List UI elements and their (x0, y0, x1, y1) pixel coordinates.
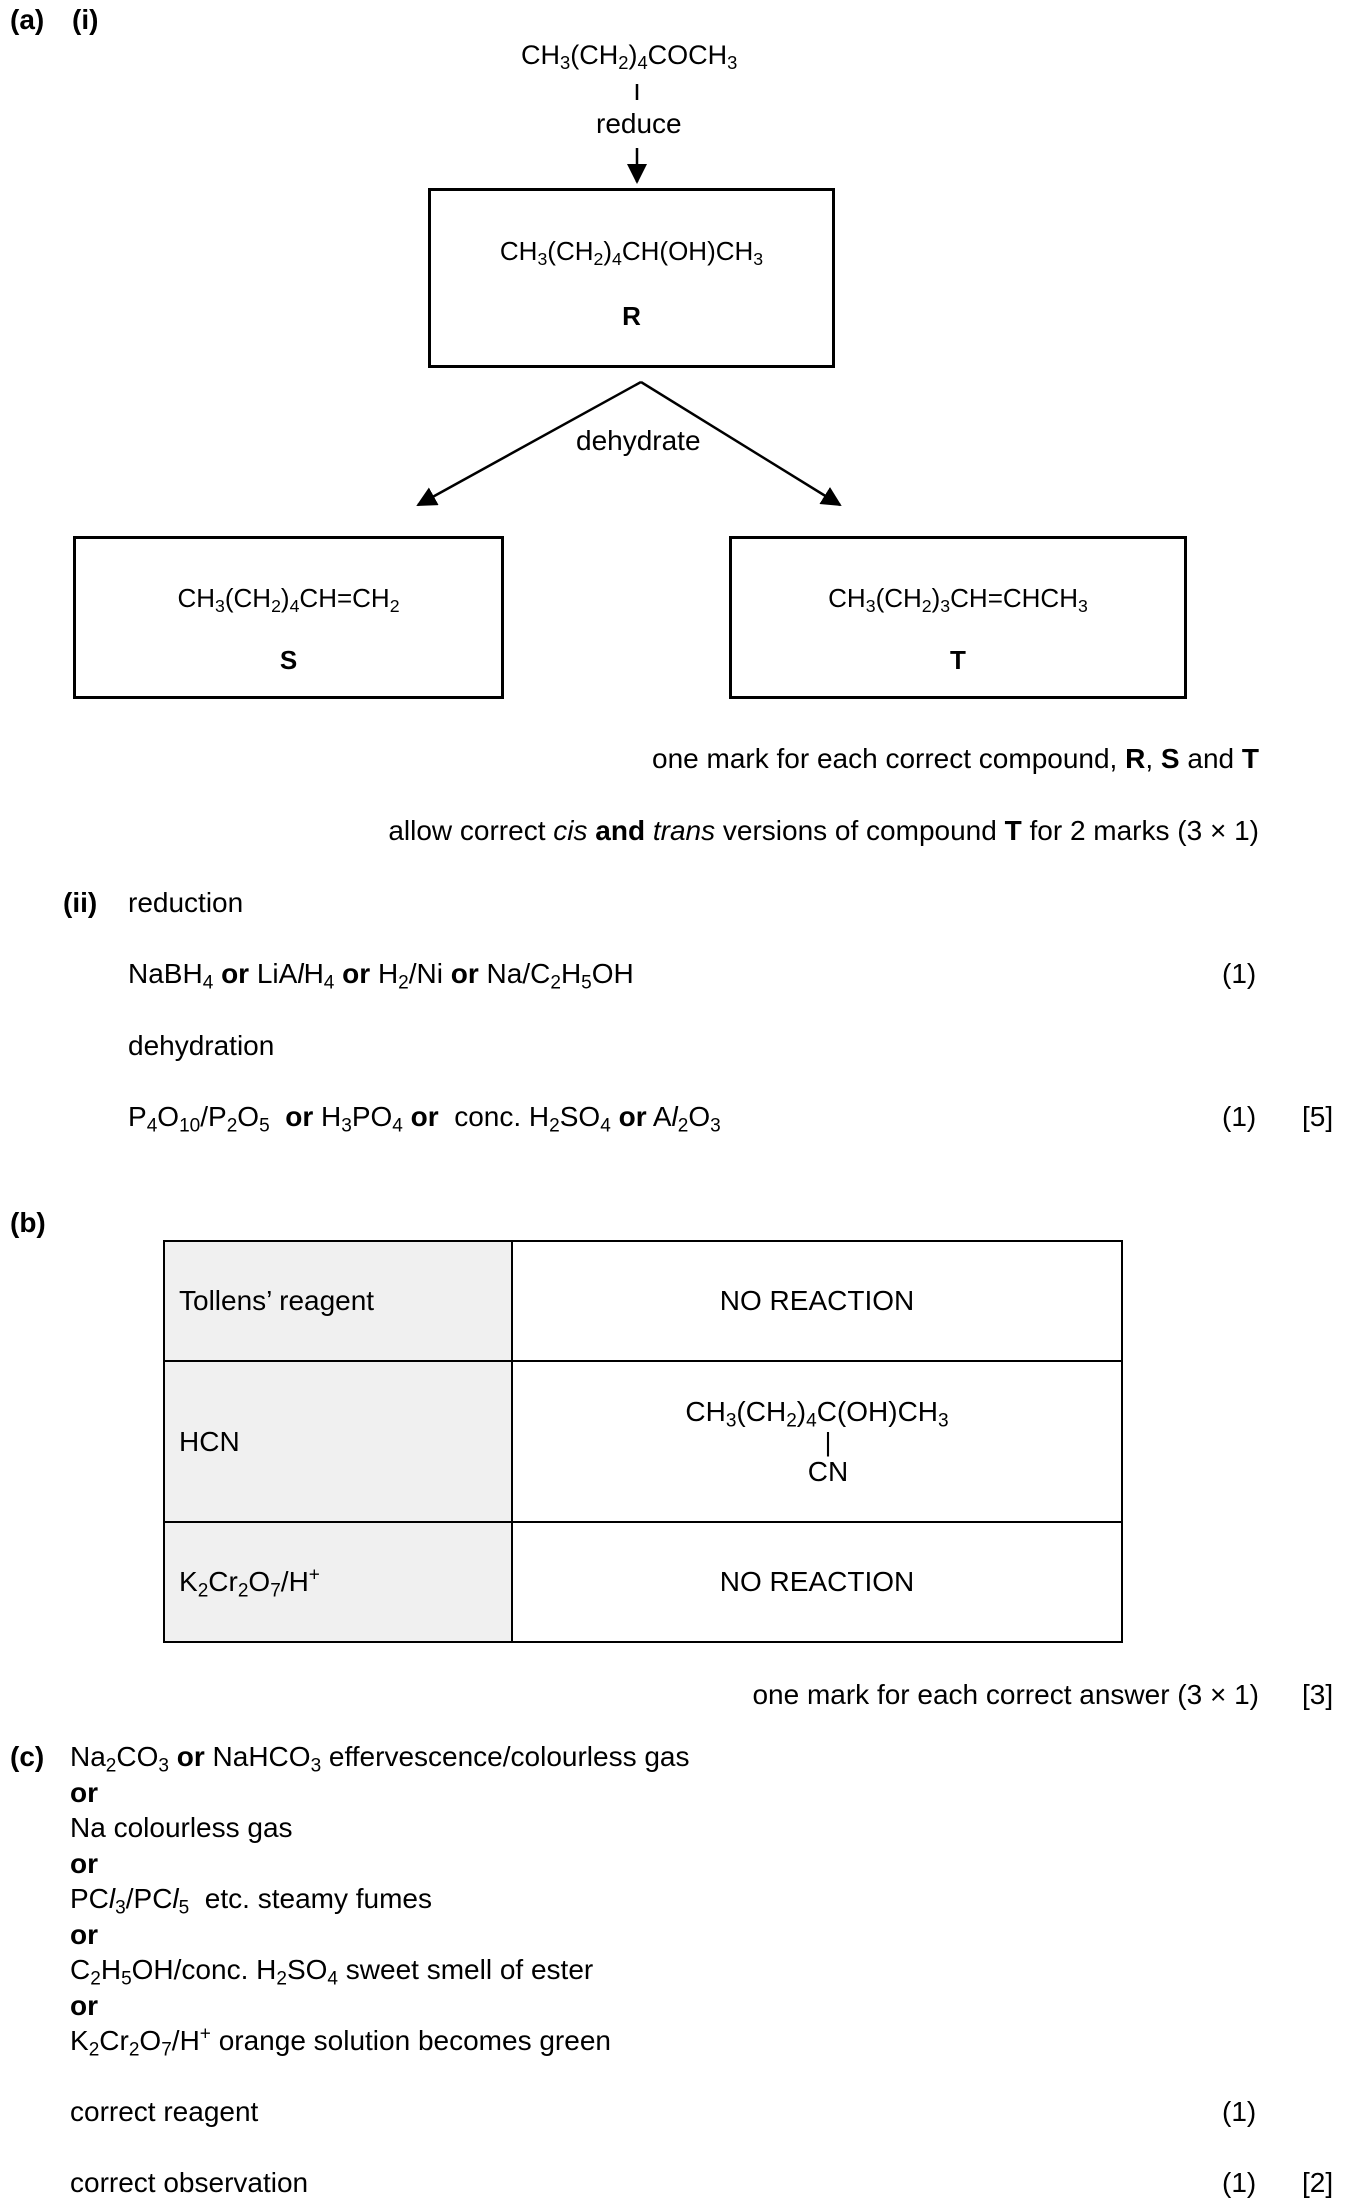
reagent-cell: Tollens’ reagent (163, 1240, 513, 1362)
reagent-table: Tollens’ reagent NO REACTION HCN CH3(CH2… (163, 1240, 1123, 1643)
part-a-ii-label: (ii) (63, 887, 98, 918)
bond-line: | (824, 1426, 832, 1457)
result-cell: NO REACTION (511, 1521, 1123, 1643)
compound-s-label: S (279, 645, 298, 675)
option-sodium: Na colourless gas (70, 1812, 293, 1843)
hcn-product-formula: CH3(CH2)4C(OH)CH3 (685, 1395, 949, 1431)
option-carbonate: Na2CO3 or NaHCO3 effervescence/colourles… (70, 1741, 690, 1777)
part-c-total: [2] (1302, 2167, 1334, 2198)
compound-r-formula: CH3(CH2)4CH(OH)CH3 (499, 236, 764, 269)
option-dichromate: K2Cr2O7/H+ orange solution becomes green (70, 2023, 611, 2061)
dehydration-heading: dehydration (128, 1030, 275, 1061)
reagent-cell: HCN (163, 1360, 513, 1523)
part-a-total: [5] (1302, 1101, 1334, 1132)
table-row: Tollens’ reagent NO REACTION (163, 1240, 1123, 1362)
option-ester: C2H5OH/conc. H2SO4 sweet smell of ester (70, 1954, 594, 1990)
compound-s-formula: CH3(CH2)4CH=CH2 (177, 583, 400, 616)
part-a-label: (a) (10, 4, 45, 35)
or-1: or (70, 1777, 98, 1808)
dehydrate-label: dehydrate (576, 424, 701, 458)
reduction-mark: (1) (1222, 958, 1257, 989)
compound-t-formula: CH3(CH2)3CH=CHCH3 (828, 583, 1088, 616)
compound-r-box: CH3(CH2)4CH(OH)CH3 R (428, 188, 835, 368)
cyano-group: CN (807, 1455, 849, 1487)
correct-observation-mark: (1) (1222, 2167, 1257, 2198)
note-cis-trans: allow correct cis and trans versions of … (388, 815, 1259, 846)
correct-reagent-label: correct reagent (70, 2096, 259, 2127)
part-b-note: one mark for each correct answer (3 × 1) (752, 1679, 1259, 1710)
table-row: HCN CH3(CH2)4C(OH)CH3 | CN (163, 1360, 1123, 1523)
correct-observation-label: correct observation (70, 2167, 309, 2198)
compound-r-label: R (622, 301, 641, 331)
part-b-total: [3] (1302, 1679, 1334, 1710)
compound-s-box: CH3(CH2)4CH=CH2 S (73, 536, 504, 699)
part-a-i-label: (i) (72, 4, 99, 35)
or-2: or (70, 1848, 98, 1879)
reaction-scheme-lines (416, 84, 842, 507)
or-3: or (70, 1919, 98, 1950)
table-row: K2Cr2O7/H+ NO REACTION (163, 1521, 1123, 1643)
dehydrate-arrow-left (416, 380, 642, 507)
dehydration-reagents: P4O10/P2O5 or H3PO4 or conc. H2SO4 or Al… (128, 1101, 721, 1137)
dehydrate-arrow-right (640, 380, 842, 507)
compound-t-label: T (950, 645, 966, 675)
correct-reagent-mark: (1) (1222, 2096, 1257, 2127)
reduction-reagents: NaBH4 or LiAlH4 or H2/Ni or Na/C2H5OH (128, 958, 634, 994)
or-4: or (70, 1990, 98, 2021)
option-pcl: PCl3/PCl5 etc. steamy fumes (70, 1883, 432, 1919)
part-b-label: (b) (10, 1207, 46, 1238)
part-c-label: (c) (10, 1741, 45, 1772)
compound-t-box: CH3(CH2)3CH=CHCH3 T (729, 536, 1187, 699)
note-one-mark-each: one mark for each correct compound, R, S… (652, 743, 1259, 774)
start-compound: CH3(CH2)4COCH3 (521, 40, 738, 74)
result-cell: NO REACTION (511, 1240, 1123, 1362)
dehydration-mark: (1) (1222, 1101, 1257, 1132)
reagent-cell: K2Cr2O7/H+ (163, 1521, 513, 1643)
reduction-heading: reduction (128, 887, 244, 918)
reduce-label: reduce (596, 108, 682, 139)
result-cell: CH3(CH2)4C(OH)CH3 | CN (511, 1360, 1123, 1523)
